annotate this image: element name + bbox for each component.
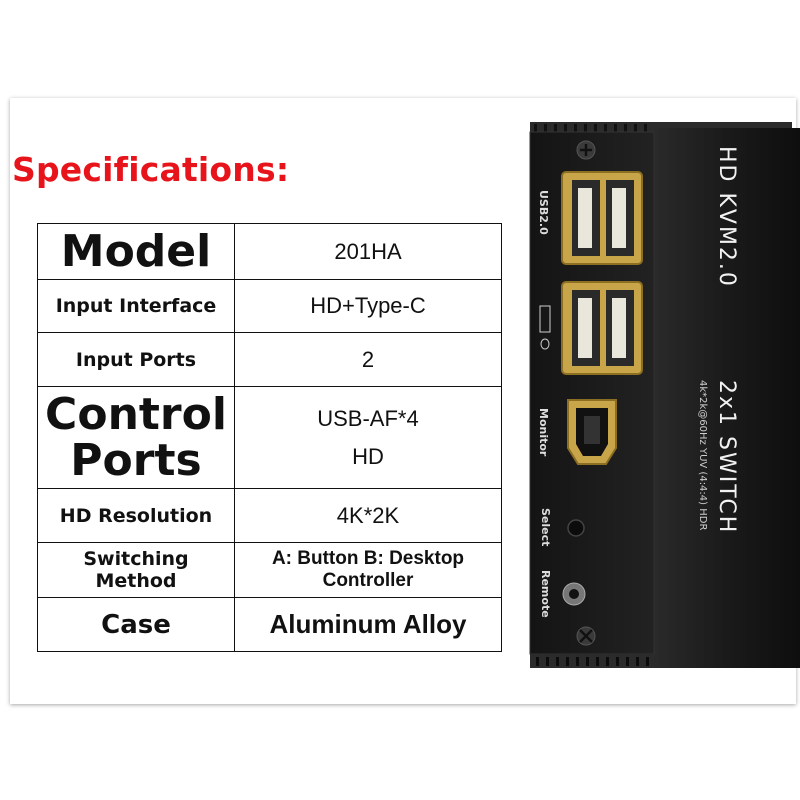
- spec-label-switching-method: Switching Method: [37, 542, 235, 598]
- usb-port-icon: [561, 171, 643, 265]
- table-row: Model 201HA: [37, 223, 502, 280]
- spec-value-input-interface: HD+Type-C: [234, 279, 502, 333]
- keyboard-icon: [539, 305, 551, 333]
- spec-label-line: Ports: [70, 434, 202, 486]
- remote-jack-icon: [562, 582, 586, 606]
- spec-value-line: A: Button B: Desktop: [271, 548, 465, 569]
- usb-label: USB2.0: [537, 190, 550, 235]
- brand-spec-line: 4k*2k@60Hz YUV (4:4:4) HDR: [697, 380, 708, 530]
- spec-value-line: Controller: [322, 570, 414, 591]
- bottom-fins: [530, 654, 654, 668]
- spec-label-line: Switching: [83, 548, 189, 570]
- spec-value-line: USB-AF*4: [317, 405, 419, 431]
- screw-icon: [576, 626, 596, 646]
- spec-value-hd-resolution: 4K*2K: [234, 488, 502, 543]
- spec-table: Model 201HA Input Interface HD+Type-C In…: [37, 223, 502, 652]
- mouse-icon: [540, 338, 550, 350]
- spec-value-switching-method: A: Button B: Desktop Controller: [234, 542, 502, 598]
- kvm-switch-illustration: USB2.0 Monitor Select Remote HD KVM2.0 2…: [529, 122, 800, 668]
- monitor-label: Monitor: [537, 408, 550, 457]
- page-title: Specifications:: [12, 150, 290, 189]
- spec-label-hd-resolution: HD Resolution: [37, 488, 235, 543]
- spec-value-control-ports: USB-AF*4 HD: [234, 386, 502, 489]
- spec-value-case: Aluminum Alloy: [234, 597, 502, 652]
- spec-label-model: Model: [37, 223, 235, 280]
- brand-title: HD KVM2.0: [714, 146, 739, 288]
- spec-value-line: HD: [352, 443, 384, 469]
- hdmi-port-icon: [567, 399, 617, 465]
- side-panel: [654, 128, 800, 668]
- table-row: Control Ports USB-AF*4 HD: [37, 386, 502, 489]
- spec-value-input-ports: 2: [234, 332, 502, 387]
- select-label: Select: [539, 508, 552, 546]
- brand-subtitle: 2x1 SWITCH: [714, 380, 739, 534]
- spec-label-input-interface: Input Interface: [37, 279, 235, 333]
- spec-label-input-ports: Input Ports: [37, 332, 235, 387]
- screw-icon: [576, 140, 596, 160]
- table-row: Input Ports 2: [37, 332, 502, 387]
- select-button-icon: [567, 519, 585, 537]
- table-row: Input Interface HD+Type-C: [37, 279, 502, 333]
- spec-label-line: Method: [95, 570, 177, 592]
- spec-label-control-ports: Control Ports: [37, 386, 235, 489]
- table-row: Switching Method A: Button B: Desktop Co…: [37, 542, 502, 598]
- remote-label: Remote: [539, 570, 552, 618]
- spec-label-line: Control: [45, 388, 227, 440]
- table-row: HD Resolution 4K*2K: [37, 488, 502, 543]
- kvm-switch-device: USB2.0 Monitor Select Remote HD KVM2.0 2…: [522, 118, 800, 678]
- table-row: Case Aluminum Alloy: [37, 597, 502, 652]
- usb-port-icon: [561, 281, 643, 375]
- spec-value-model: 201HA: [234, 223, 502, 280]
- spec-label-case: Case: [37, 597, 235, 652]
